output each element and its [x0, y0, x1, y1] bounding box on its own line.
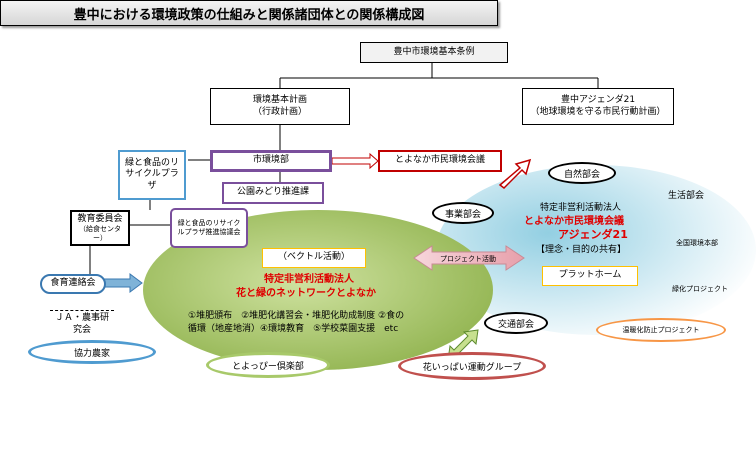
transport-subcommittee: 交通部会 [484, 312, 548, 334]
green-network-area [143, 210, 493, 370]
vector-activity: （ベクトル活動） [262, 248, 366, 268]
toyonaka-basic-ordinance: 豊中市環境基本条例 [360, 42, 508, 63]
platform-box: プラットホーム [542, 266, 638, 286]
agenda-npo-name-2: アジェンダ21 [558, 228, 628, 241]
city-environment-dept: 市環境部 [210, 150, 332, 172]
agenda-npo-name: とよなか市民環境会議 [524, 216, 624, 227]
activity-list-line1: ①堆肥頒布 ②堆肥化講習会・堆肥化助成制度 ②食の [188, 311, 405, 321]
toyoppi-club: とよっぴー倶楽部 [206, 352, 330, 378]
parks-greenery-section: 公園みどり推進課 [222, 182, 324, 204]
flower-green-npo-label: 特定非営利活動法人 [264, 274, 354, 285]
lifestyle-subcommittee: 生活部会 [668, 191, 705, 201]
page-title: 豊中における環境政策の仕組みと関係諸団体との関係構成図 [0, 0, 498, 26]
cooperating-farmers: 協力農家 [28, 340, 156, 364]
warming-prevention-project: 温暖化防止プロジェクト [596, 318, 726, 342]
flower-green-npo-name: 花と緑のネットワークとよなか [236, 288, 376, 299]
project-activity-arrow [413, 245, 525, 271]
food-education-liaison: 食育連絡会 [40, 274, 106, 294]
project-activity-label: プロジェクト活動 [440, 255, 496, 263]
national-environment-hq: 全国環境本部 [676, 239, 718, 247]
shared-philosophy: 【理念・目的の共有】 [536, 245, 627, 255]
agenda-network-area [436, 165, 756, 335]
basic-environment-plan: 環境基本計画 （行政計画） [210, 88, 350, 125]
agenda-npo-label: 特定非営利活動法人 [540, 203, 622, 213]
recycle-plaza: 緑と食品のリサイクルプラザ [118, 150, 186, 200]
business-subcommittee: 事業部会 [432, 202, 494, 224]
toyonaka-agenda21-box: 豊中アジェンダ21 （地球環境を守る市民行動計画） [522, 88, 674, 125]
ja-research-group: ＪＡ・農事研究会 [50, 310, 114, 338]
board-of-education: 教育委員会 （給食センター） [70, 210, 130, 246]
activity-list-line2: 循環（地産地消）④環境教育 ⑤学校菜園支援 etc [188, 324, 399, 334]
greening-project: 緑化プロジェクト [672, 285, 728, 293]
citizens-environment-council-box: とよなか市民環境会議 [378, 150, 502, 172]
nature-subcommittee: 自然部会 [548, 162, 616, 184]
recycle-plaza-council: 緑と食品のリサイクルプラザ推進協議会 [170, 208, 248, 248]
flower-movement-group: 花いっぱい運動グループ [398, 352, 546, 380]
